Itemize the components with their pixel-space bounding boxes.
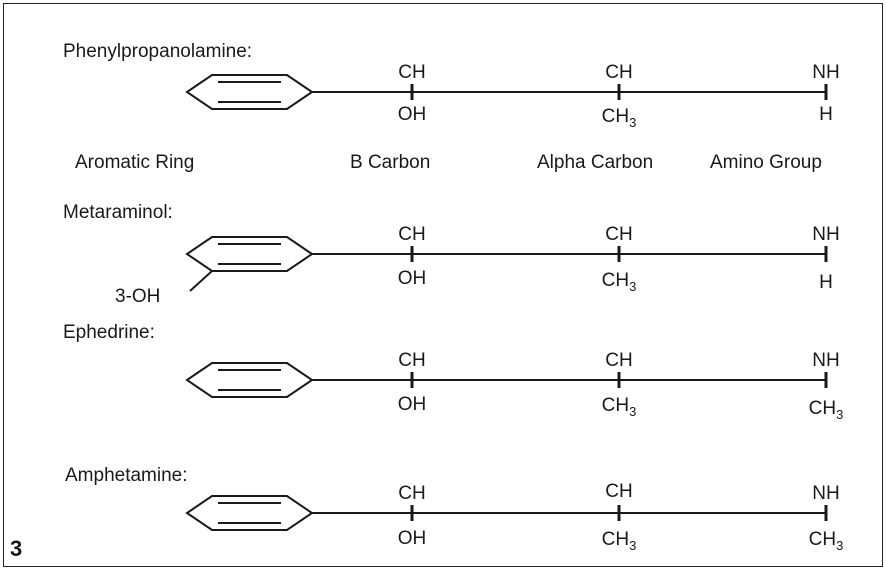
- label-beta-carbon: B Carbon: [350, 152, 430, 173]
- alpha-bottom-group: CH3: [602, 106, 637, 130]
- beta-bottom-group: OH: [398, 268, 427, 289]
- label-amino-group: Amino Group: [710, 152, 822, 173]
- aromatic-ring: [185, 362, 314, 398]
- amino-bottom-group: CH3: [809, 398, 844, 422]
- molecule-ephedrine: Ephedrine: CH OH CH CH3 NH CH3: [63, 322, 843, 422]
- amino-top-group: NH: [812, 224, 839, 245]
- molecule-name: Metaraminol:: [63, 202, 173, 223]
- label-alpha-carbon: Alpha Carbon: [537, 152, 653, 173]
- molecule-name: Ephedrine:: [63, 322, 155, 343]
- amino-top-group: NH: [812, 350, 839, 371]
- beta-bottom-group: OH: [398, 528, 427, 549]
- label-aromatic-ring: Aromatic Ring: [75, 152, 194, 173]
- molecule-phenylpropanolamine: Phenylpropanolamine: CH OH CH CH3 NH H: [63, 41, 840, 130]
- alpha-bottom-group: CH3: [602, 395, 637, 419]
- ring-substituent-bond: [189, 270, 213, 292]
- alpha-top-group: CH: [605, 224, 632, 245]
- molecule-name: Amphetamine:: [65, 465, 188, 486]
- molecule-name: Phenylpropanolamine:: [63, 41, 252, 62]
- molecule-metaraminol: Metaraminol: 3-OH CH OH CH CH3 NH H: [63, 202, 840, 307]
- amino-bottom-group: H: [819, 272, 833, 293]
- figure-frame: [3, 3, 883, 567]
- region-labels: Aromatic Ring B Carbon Alpha Carbon Amin…: [75, 152, 822, 173]
- aromatic-ring: [185, 495, 314, 531]
- aromatic-ring: [185, 74, 314, 110]
- molecule-amphetamine: Amphetamine: CH OH CH CH3 NH CH3: [65, 465, 843, 553]
- alpha-top-group: CH: [605, 62, 632, 83]
- figure-number: 3: [10, 536, 22, 561]
- amino-top-group: NH: [812, 483, 839, 504]
- beta-bottom-group: OH: [398, 104, 427, 125]
- amino-bottom-group: CH3: [809, 529, 844, 553]
- amino-top-group: NH: [812, 62, 839, 83]
- ring-substituent-label: 3-OH: [115, 286, 160, 307]
- alpha-bottom-group: CH3: [602, 529, 637, 553]
- alpha-top-group: CH: [605, 350, 632, 371]
- beta-top-group: CH: [398, 350, 425, 371]
- beta-top-group: CH: [398, 62, 425, 83]
- alpha-bottom-group: CH3: [602, 270, 637, 294]
- aromatic-ring: [185, 236, 314, 272]
- beta-top-group: CH: [398, 483, 425, 504]
- beta-bottom-group: OH: [398, 394, 427, 415]
- alpha-top-group: CH: [605, 481, 632, 502]
- amino-bottom-group: H: [819, 104, 833, 125]
- beta-top-group: CH: [398, 224, 425, 245]
